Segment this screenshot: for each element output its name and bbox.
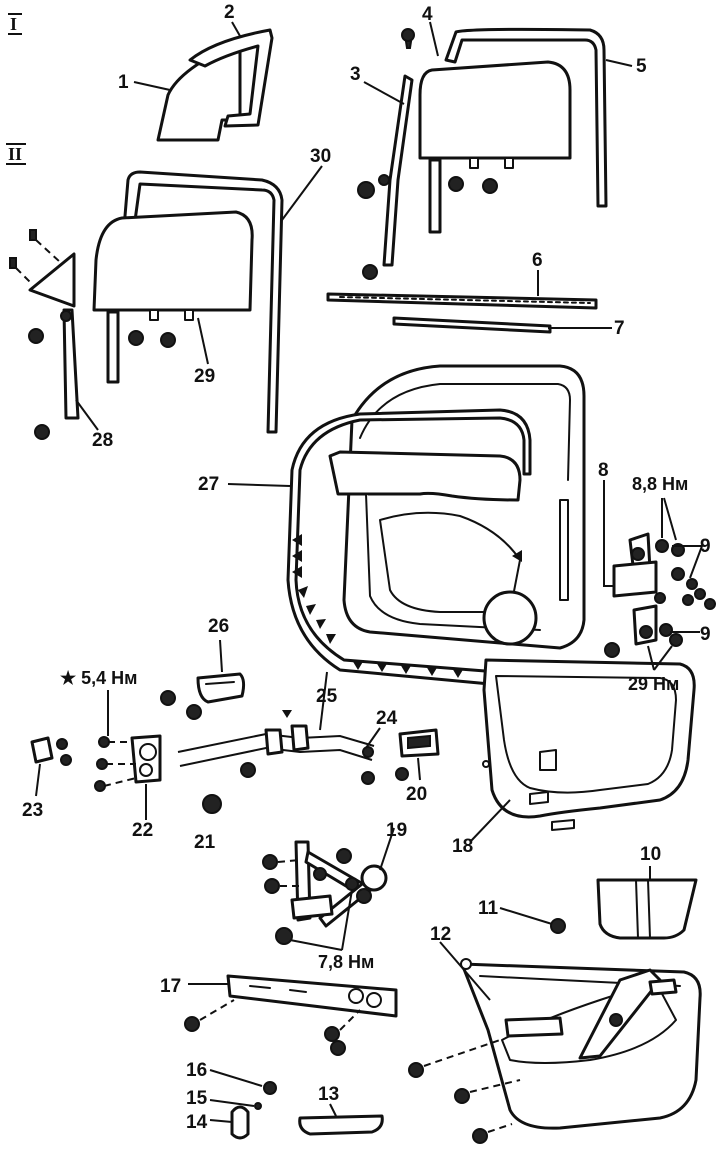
lock-rod-end <box>362 746 374 758</box>
callout-5: 5 <box>636 56 647 77</box>
leader-lines <box>35 21 703 1123</box>
door-latch <box>94 734 162 792</box>
glass-run-channel <box>357 28 415 280</box>
inner-belt-weatherstrip <box>392 316 552 334</box>
callout-1: 1 <box>118 72 129 93</box>
callout-18: 18 <box>452 836 473 857</box>
outside-door-handle <box>160 672 246 720</box>
section-mark-top: I <box>10 14 17 34</box>
trim-clip <box>550 918 566 934</box>
service-hole-cover <box>482 658 696 831</box>
small-screw <box>254 1102 262 1110</box>
handle-escutcheon <box>230 1105 250 1140</box>
door-trim-panel <box>408 958 702 1144</box>
callouts: 1 2 3 4 5 6 7 30 29 28 27 8 8,8 Нм 9 9 2… <box>22 2 711 1133</box>
callout-7: 7 <box>614 318 625 339</box>
callout-23: 23 <box>22 800 43 821</box>
door-striker <box>30 736 72 766</box>
quarter-glass-seal <box>188 28 274 128</box>
door-weatherstrip <box>286 408 532 686</box>
callout-16: 16 <box>186 1060 207 1081</box>
callout-9a: 9 <box>700 536 711 557</box>
callout-11: 11 <box>478 898 499 919</box>
inside-door-handle <box>361 728 440 785</box>
callout-8: 8 <box>598 460 609 481</box>
callout-28: 28 <box>92 430 113 451</box>
callout-24: 24 <box>376 708 398 729</box>
grommet <box>202 794 222 814</box>
door-hinges <box>603 480 716 658</box>
callout-3: 3 <box>350 64 361 85</box>
sound-insulator <box>596 878 698 940</box>
window-regulator <box>262 840 388 945</box>
callout-12: 12 <box>430 924 451 945</box>
torque-regulator: 7,8 Нм <box>318 952 374 972</box>
callout-2: 2 <box>224 2 235 23</box>
callout-21: 21 <box>194 832 216 853</box>
callout-10: 10 <box>640 844 661 865</box>
callout-9b: 9 <box>700 624 711 645</box>
callout-4: 4 <box>422 4 433 25</box>
callout-17: 17 <box>160 976 181 997</box>
callout-30: 30 <box>310 146 331 167</box>
door-glass-upper <box>418 60 572 234</box>
callout-29: 29 <box>194 366 215 387</box>
rear-channel <box>9 229 80 440</box>
callout-14: 14 <box>186 1112 208 1133</box>
callout-25: 25 <box>316 686 338 707</box>
door-glass-run-ii <box>122 170 284 434</box>
section-mark-second: II <box>8 144 22 164</box>
callout-15: 15 <box>186 1088 208 1109</box>
outer-belt-moulding <box>326 292 598 310</box>
door-glass-ii <box>92 210 254 384</box>
callout-22: 22 <box>132 820 153 841</box>
torque-hinge-upper: 8,8 Нм <box>632 474 688 494</box>
torque-hinge-lower: 29 Нм <box>628 674 679 694</box>
door-shell <box>328 364 586 650</box>
pull-cup-cover <box>298 1114 384 1136</box>
lock-rods <box>177 710 375 778</box>
callout-6: 6 <box>532 250 543 271</box>
callout-13: 13 <box>318 1084 339 1105</box>
door-glass-run <box>444 27 608 208</box>
callout-26: 26 <box>208 616 229 637</box>
torque-latch: ★ 5,4 Нм <box>60 668 137 688</box>
callout-27: 27 <box>198 474 219 495</box>
cap-nut <box>263 1081 277 1095</box>
callout-19: 19 <box>386 820 407 841</box>
callout-20: 20 <box>406 784 427 805</box>
door-reinforcement <box>184 974 398 1056</box>
